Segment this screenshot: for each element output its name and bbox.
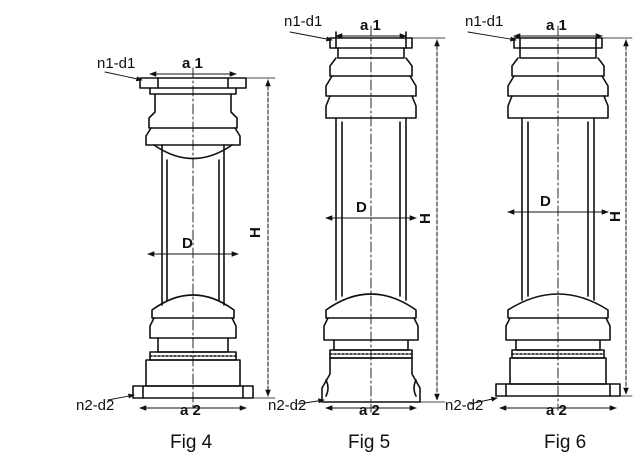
fig6-top-flange-label: a 1 (546, 17, 567, 34)
fig6-height-label: H (607, 211, 624, 222)
fig5-lower-shed (325, 293, 417, 319)
fig4-top-flange-label: a 1 (182, 55, 203, 72)
fig5-insulator (321, 25, 421, 413)
fig5-upper-shed-2 (325, 75, 417, 97)
fig5-height-label: H (417, 213, 434, 224)
fig5-diameter-label: D (356, 199, 367, 216)
fig6-caption: Fig 6 (544, 432, 586, 453)
fig4-dimensions (104, 71, 276, 411)
fig5-top-flange-label: a 1 (360, 17, 381, 34)
fig4-diameter-label: D (182, 235, 193, 252)
fig4-caption: Fig 4 (170, 432, 213, 453)
fig4-lower-shed (151, 294, 235, 319)
fig4-height-label: H (247, 227, 264, 238)
fig6-insulator (495, 25, 621, 411)
fig5-dimensions (289, 31, 446, 411)
fig4-bottom-flange-label: a 2 (180, 402, 201, 419)
fig6-top-holes-label: n1-d1 (465, 13, 503, 30)
fig5-bottom-flange-label: a 2 (359, 402, 380, 419)
fig4-bottom-holes-label: n2-d2 (76, 397, 114, 414)
fig5-top-holes-label: n1-d1 (284, 13, 322, 30)
fig6-lower-shed (507, 293, 609, 319)
fig6-diameter-label: D (540, 193, 551, 210)
fig4-insulator (132, 67, 254, 409)
fig6-upper-shed-2 (507, 75, 609, 97)
fig5-bottom-holes-label: n2-d2 (268, 397, 306, 414)
fig4-top-holes-label: n1-d1 (97, 55, 135, 72)
fig5-caption: Fig 5 (348, 432, 390, 453)
fig4-top-flange (139, 77, 247, 89)
fig6-dimensions (467, 31, 633, 411)
fig6-bottom-flange-label: a 2 (546, 402, 567, 419)
fig6-bottom-holes-label: n2-d2 (445, 397, 483, 414)
